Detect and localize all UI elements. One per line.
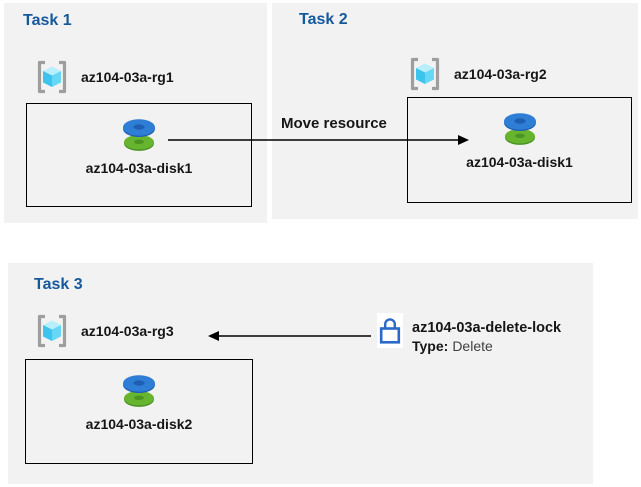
resource-group-icon (37, 60, 67, 94)
task1-resource-box: az104-03a-disk1 (26, 103, 252, 207)
delete-lock-text: az104-03a-delete-lock Type:Delete (412, 319, 561, 355)
lock-icon (377, 313, 403, 348)
task2-resource-box: az104-03a-disk1 (407, 97, 632, 203)
task1-panel: Task 1 az104-03a-rg1 az104-03a-disk1 (4, 3, 267, 223)
move-resource-arrow (168, 135, 469, 145)
disk-icon (503, 113, 536, 145)
task3-resource-box: az104-03a-disk2 (25, 359, 253, 464)
delete-lock-type: Type:Delete (412, 337, 561, 355)
resource-group-name: az104-03a-rg2 (454, 66, 547, 82)
task1-heading: Task 1 (23, 12, 72, 29)
lock-arrow (208, 331, 371, 341)
disk-name: az104-03a-disk1 (85, 160, 193, 176)
task3-resource-group: az104-03a-rg3 (33, 312, 174, 350)
resource-group-name: az104-03a-rg1 (81, 69, 174, 85)
resource-group-name: az104-03a-rg3 (81, 323, 174, 339)
task2-heading: Task 2 (299, 11, 348, 28)
task3-heading: Task 3 (34, 276, 83, 293)
disk-name: az104-03a-disk2 (85, 416, 193, 432)
resource-group-icon (37, 314, 67, 348)
delete-lock: az104-03a-delete-lock Type:Delete (377, 313, 561, 355)
disk-icon (123, 119, 155, 151)
task3-panel: Task 3 az104-03a-rg3 az104-03a-disk2 (8, 263, 593, 484)
lock-type-value: Delete (452, 338, 493, 354)
move-resource-label: Move resource (281, 115, 387, 132)
task2-resource-group: az104-03a-rg2 (406, 55, 547, 93)
disk-name: az104-03a-disk1 (466, 154, 573, 170)
resource-group-icon (410, 57, 440, 91)
lock-type-label: Type: (412, 338, 449, 354)
task2-panel: Task 2 az104-03a-rg2 az104-03a-disk1 (272, 3, 638, 219)
delete-lock-name: az104-03a-delete-lock (412, 320, 562, 336)
task1-resource-group: az104-03a-rg1 (33, 58, 174, 96)
disk-icon (123, 375, 155, 407)
